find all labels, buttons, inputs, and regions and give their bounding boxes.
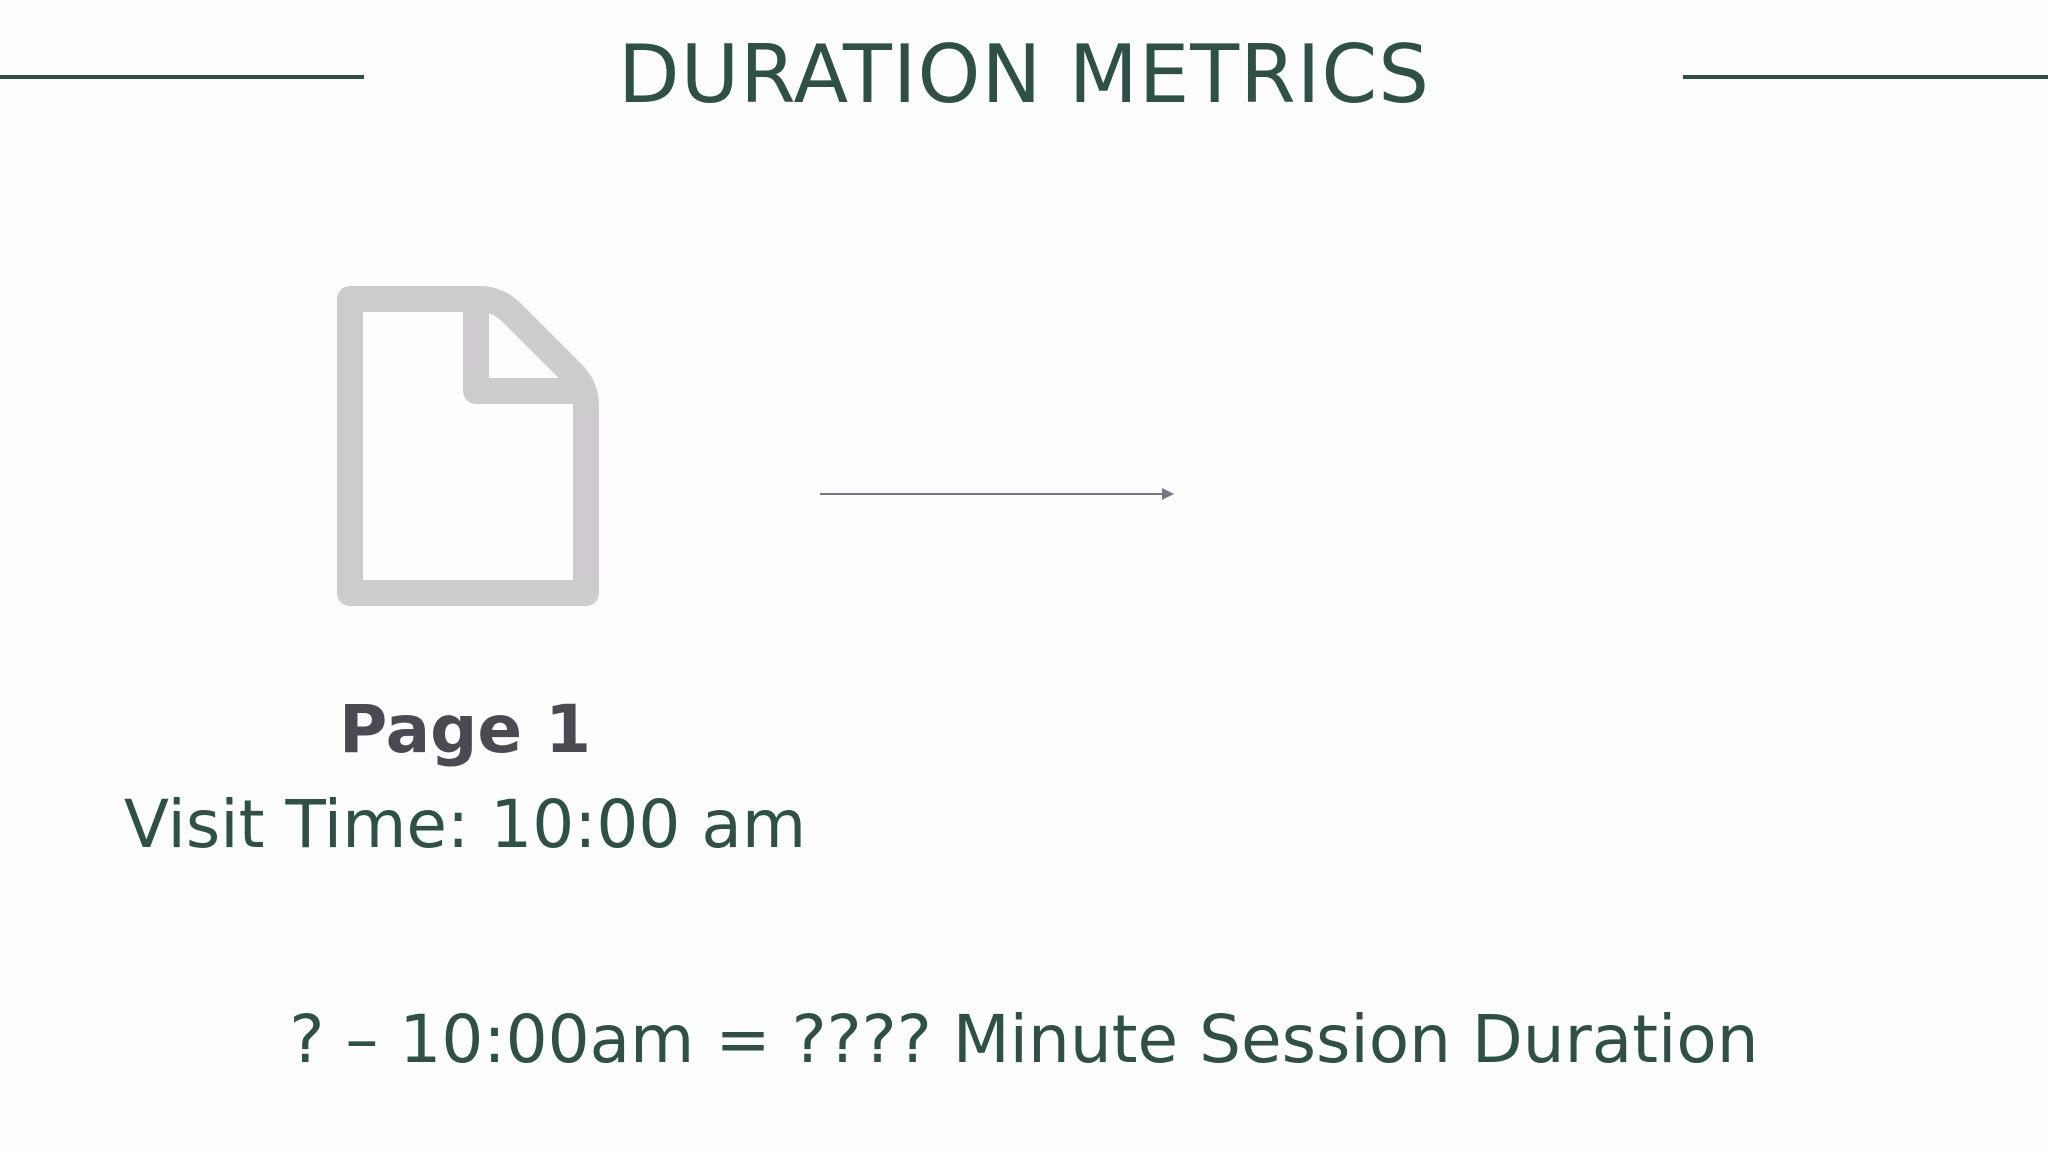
slide-title: DURATION METRICS (618, 28, 1430, 121)
session-duration-formula: ? – 10:00am = ???? Minute Session Durati… (289, 1001, 1759, 1078)
title-rule-left (0, 75, 364, 79)
arrow-head (1162, 488, 1174, 500)
document-icon-fold (463, 301, 580, 404)
title-rule-right (1683, 75, 2048, 79)
document-icon-outline (337, 286, 599, 606)
document-icon (337, 286, 599, 606)
page-label: Page 1 (338, 691, 592, 768)
visit-time: Visit Time: 10:00 am (123, 786, 807, 863)
arrow-right-icon (820, 488, 1174, 500)
